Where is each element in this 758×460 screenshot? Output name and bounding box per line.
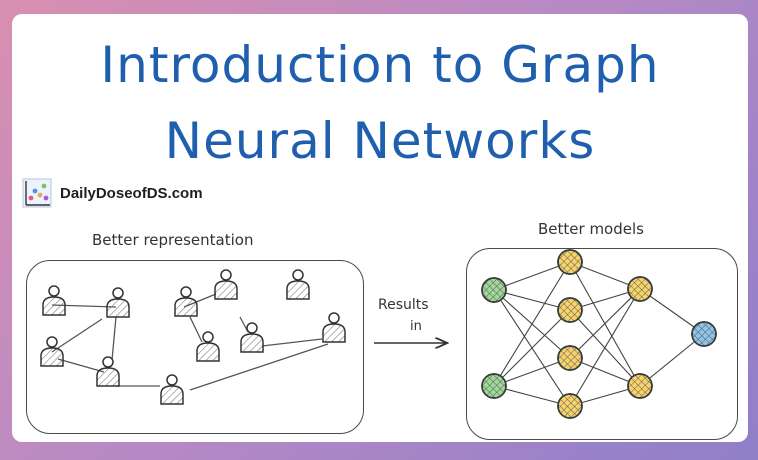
graph-edge bbox=[51, 318, 103, 353]
person-node-icon bbox=[106, 287, 130, 318]
graph-nodes bbox=[40, 269, 346, 405]
diagram-canvas bbox=[40, 249, 717, 419]
graph-edge bbox=[189, 316, 203, 343]
hidden-node bbox=[557, 249, 583, 275]
neural-network-panel bbox=[466, 248, 738, 440]
person-node-icon bbox=[42, 285, 66, 316]
nn-edge bbox=[639, 333, 705, 387]
graph-edge bbox=[57, 358, 105, 373]
brand: DailyDoseofDS.com bbox=[20, 176, 203, 210]
nn-edge bbox=[639, 288, 705, 335]
person-node-icon bbox=[40, 336, 64, 367]
graph-edge bbox=[261, 338, 323, 347]
person-node-icon bbox=[240, 322, 264, 353]
person-node-icon bbox=[214, 269, 238, 300]
person-node-icon bbox=[322, 312, 346, 343]
title-line-1: Introduction to Graph bbox=[100, 36, 660, 94]
scatter-chart-logo-icon bbox=[22, 178, 52, 208]
nn-edge bbox=[569, 288, 641, 407]
hidden-node bbox=[557, 345, 583, 371]
nn-edge bbox=[493, 289, 571, 311]
nn-edge bbox=[493, 261, 571, 291]
person-node-icon bbox=[196, 331, 220, 362]
graph-edge bbox=[189, 343, 329, 391]
nn-edge bbox=[493, 357, 571, 387]
hidden-node bbox=[557, 297, 583, 323]
person-node-icon bbox=[174, 286, 198, 317]
title-line-2: Neural Networks bbox=[164, 112, 596, 170]
person-node-icon bbox=[96, 356, 120, 387]
output-node bbox=[691, 321, 717, 347]
hidden-node bbox=[627, 373, 653, 399]
nn-nodes bbox=[481, 249, 717, 419]
left-panel-label: Better representation bbox=[92, 231, 254, 249]
graph-edge bbox=[111, 316, 117, 361]
hidden-node bbox=[627, 276, 653, 302]
nn-edge bbox=[493, 385, 571, 407]
nn-edge bbox=[569, 288, 641, 359]
nn-edge bbox=[493, 309, 571, 387]
nn-edges bbox=[493, 261, 705, 407]
slide-card: Introduction to Graph Neural Networks Da… bbox=[12, 14, 748, 442]
arrow-label-bottom: in bbox=[410, 319, 422, 334]
input-node bbox=[481, 373, 507, 399]
right-panel-label: Better models bbox=[538, 220, 644, 238]
hidden-node bbox=[557, 393, 583, 419]
nn-edge bbox=[493, 261, 571, 387]
arrow-label-top: Results bbox=[378, 297, 429, 313]
person-node-icon bbox=[286, 269, 310, 300]
input-node bbox=[481, 277, 507, 303]
person-node-icon bbox=[160, 374, 184, 405]
brand-name: DailyDoseofDS.com bbox=[60, 184, 203, 202]
graph-panel bbox=[26, 260, 364, 434]
